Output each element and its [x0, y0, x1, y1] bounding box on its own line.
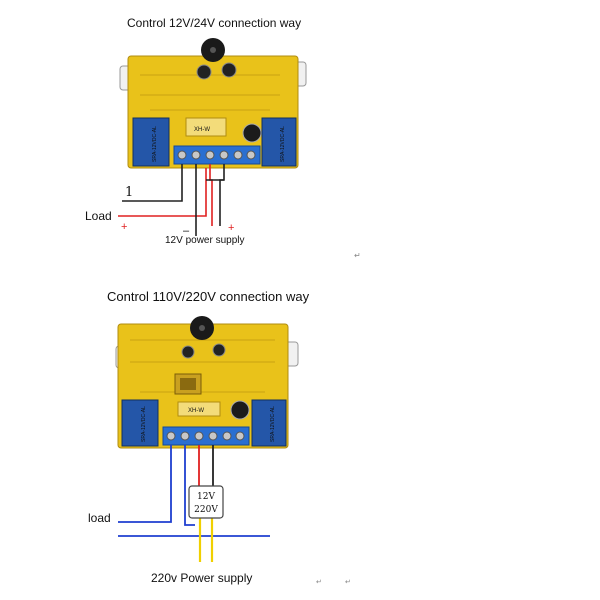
svg-text:SRA-12VDC-AL: SRA-12VDC-AL: [141, 406, 147, 442]
bottom-wire-load-1: [118, 445, 172, 523]
top-load-label: Load: [85, 209, 112, 223]
top-relay-right: [261, 117, 297, 167]
svg-text:XH-W: XH-W: [188, 408, 204, 414]
svg-text:SRA-12VDC-AL: SRA-12VDC-AL: [152, 126, 158, 162]
bottom-capacitor-1: [181, 345, 195, 359]
bottom-supply-label: 220v Power supply: [151, 571, 252, 585]
top-wire-supply-plus-b: [219, 164, 225, 226]
bottom-relay-right: [251, 399, 287, 447]
power-module-line2: 220V: [194, 505, 218, 515]
bottom-capacitor-3: [230, 400, 250, 420]
bottom-load-label: load: [88, 511, 111, 525]
bottom-chip: [177, 401, 221, 417]
bottom-wire-load-2: [184, 445, 195, 526]
top-plus-right: +: [228, 222, 234, 234]
top-wire-supply-plus-a: [209, 164, 213, 226]
top-pin-label: 1: [125, 185, 133, 200]
bottom-capacitor-2: [212, 343, 226, 357]
top-chip: [185, 117, 227, 137]
top-capacitor-2: [221, 62, 237, 78]
paragraph-mark-2: ↵: [316, 579, 322, 586]
top-supply-label: 12V power supply: [165, 235, 245, 246]
top-board: XH-W SRA-12VDC-AL SRA-12VDC-AL: [119, 38, 307, 169]
top-capacitor-3: [242, 123, 262, 143]
top-minus-label: –: [183, 225, 190, 237]
paragraph-mark-1: ↵: [354, 251, 361, 260]
paragraph-mark-3: ↵: [345, 579, 351, 586]
bottom-relay-left: [121, 399, 159, 447]
power-module-box: [188, 485, 224, 519]
top-plus-left: +: [121, 221, 127, 233]
svg-text:SRA-12VDC-AL: SRA-12VDC-AL: [280, 126, 286, 162]
bottom-wires: [118, 445, 270, 562]
svg-text:XH-W: XH-W: [194, 127, 210, 133]
top-capacitor-1: [196, 64, 212, 80]
top-wire-load-black: [122, 164, 183, 202]
bottom-title: Control 110V/220V connection way: [107, 289, 310, 304]
top-wire-load-red: [118, 168, 207, 217]
top-title: Control 12V/24V connection way: [127, 16, 301, 30]
top-terminal-block: [173, 145, 261, 165]
bottom-board: XH-W SRA-12VDC-AL SRA-12VDC-AL: [115, 316, 299, 449]
power-module-line1: 12V: [197, 492, 215, 502]
bottom-terminal-block: [162, 426, 250, 446]
top-wires: [118, 164, 225, 236]
top-relay-left: [132, 117, 170, 167]
svg-text:SRA-12VDC-AL: SRA-12VDC-AL: [270, 406, 276, 442]
